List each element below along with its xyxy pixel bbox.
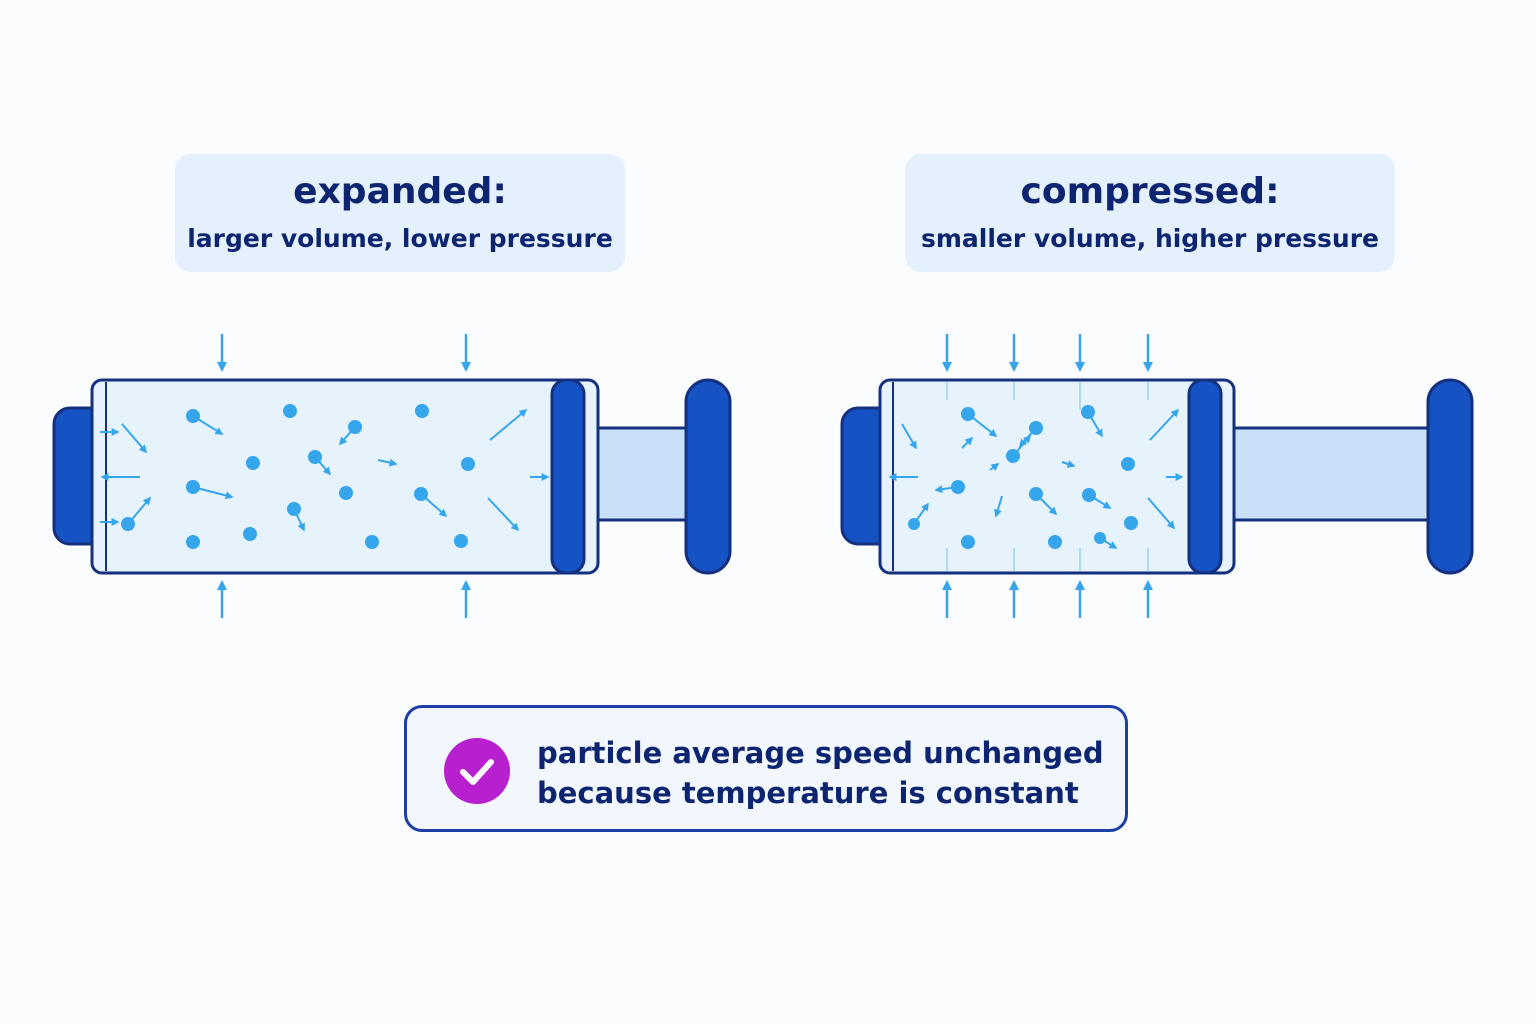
gas-particle	[1029, 487, 1043, 501]
velocity-arrow	[1061, 460, 1076, 468]
velocity-arrow	[377, 458, 398, 467]
gas-particle	[243, 527, 257, 541]
compressed-pressure-lines	[946, 382, 1149, 571]
gas-particle	[415, 404, 429, 418]
expanded-wall-arrows	[217, 334, 471, 618]
conclusion-line-2: because temperature is constant	[537, 776, 1079, 810]
gas-particle	[186, 480, 200, 494]
gas-particle	[121, 517, 135, 531]
gas-particle	[961, 535, 975, 549]
gas-particle	[283, 404, 297, 418]
expanded-piston-handle	[684, 378, 732, 575]
velocity-arrow	[489, 408, 528, 441]
gas-particle	[246, 456, 260, 470]
velocity-arrow	[487, 497, 520, 532]
gas-particle	[186, 535, 200, 549]
gas-particle	[365, 535, 379, 549]
gas-particle	[287, 502, 301, 516]
gas-particle	[1082, 488, 1096, 502]
velocity-arrow	[901, 423, 917, 450]
gas-particle	[961, 407, 975, 421]
compressed-cylinder	[840, 334, 1474, 618]
gas-particle	[454, 534, 468, 548]
compressed-title: compressed:	[1020, 171, 1280, 212]
compressed-piston-rod	[1230, 426, 1434, 522]
gas-particle	[1029, 421, 1043, 435]
compressed-particles	[908, 405, 1138, 549]
gas-particle	[951, 480, 965, 494]
velocity-arrow	[1149, 408, 1180, 441]
gas-particle	[1124, 516, 1138, 530]
gas-particle	[908, 518, 920, 530]
gas-particle	[1121, 457, 1135, 471]
expanded-title: expanded:	[293, 171, 507, 212]
gas-particle	[308, 450, 322, 464]
gas-particle	[1048, 535, 1062, 549]
expanded-label-box: expanded: larger volume, lower pressure	[175, 154, 625, 272]
expanded-piston-rod	[594, 426, 694, 522]
gas-particle	[1006, 449, 1020, 463]
compressed-subtitle: smaller volume, higher pressure	[920, 224, 1380, 253]
velocity-arrow	[1147, 497, 1176, 530]
expanded-cylinder-body	[90, 378, 600, 575]
compressed-piston-handle	[1426, 378, 1474, 575]
compressed-cylinder-body	[878, 378, 1236, 575]
expanded-cylinder	[52, 334, 732, 618]
conclusion-line-1: particle average speed unchanged	[537, 736, 1104, 770]
compressed-wall-arrows	[942, 334, 1153, 618]
gas-particle	[348, 420, 362, 434]
gas-particle	[186, 409, 200, 423]
gas-particle	[1094, 532, 1106, 544]
velocity-arrow	[121, 423, 148, 454]
conclusion-text: particle average speed unchanged because…	[537, 733, 1104, 813]
checkmark-icon	[444, 738, 510, 804]
velocity-arrow	[994, 495, 1003, 518]
gas-particle	[339, 486, 353, 500]
compressed-label-box: compressed: smaller volume, higher press…	[905, 154, 1395, 272]
expanded-particles	[121, 404, 475, 549]
conclusion-note: particle average speed unchanged because…	[404, 705, 1128, 832]
velocity-arrow	[989, 463, 1000, 472]
gas-particle	[1081, 405, 1095, 419]
gas-particle	[461, 457, 475, 471]
gas-particle	[414, 487, 428, 501]
expanded-piston-head	[550, 378, 586, 575]
expanded-subtitle: larger volume, lower pressure	[187, 224, 613, 253]
compressed-piston-head	[1187, 378, 1223, 575]
velocity-arrow	[961, 436, 974, 449]
